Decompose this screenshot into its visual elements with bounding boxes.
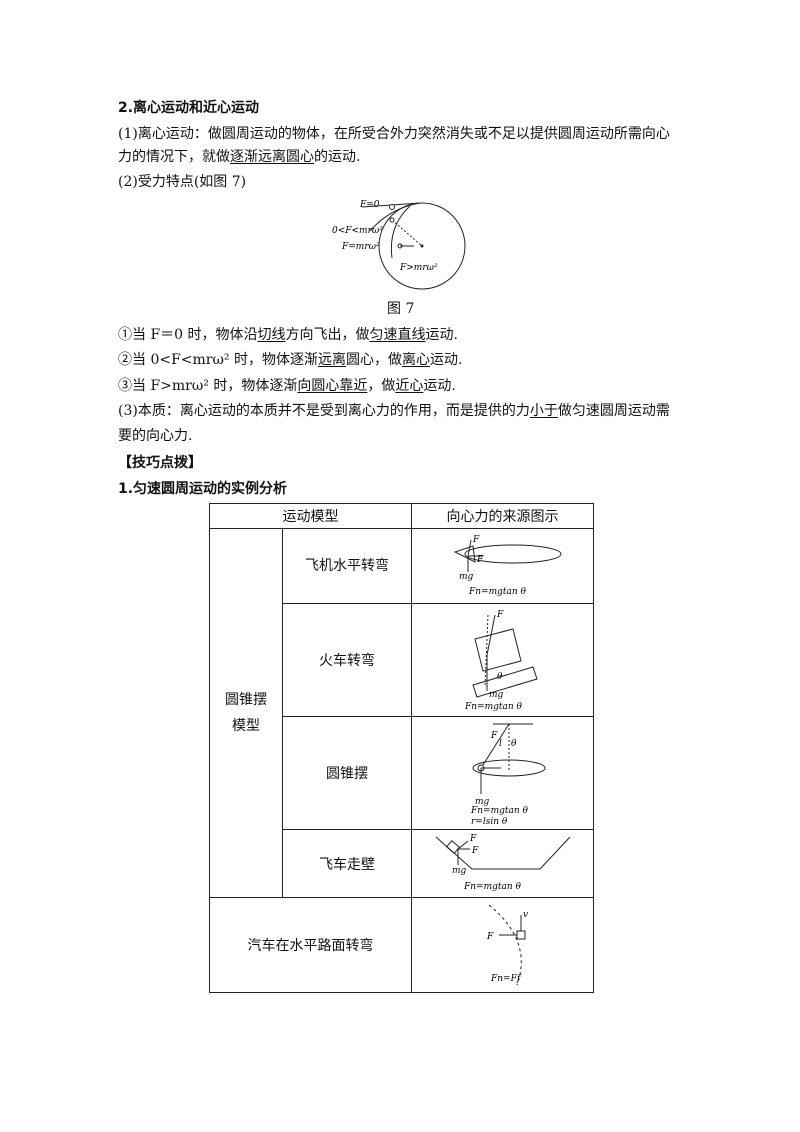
row-figure: F mg θ Fn=mgtan θ (411, 603, 594, 717)
rail-slope (471, 666, 538, 698)
underlined-answer: 近心 (395, 378, 424, 394)
svg-text:mg: mg (459, 572, 474, 582)
svg-text:F: F (471, 846, 479, 856)
underlined-answer: 切线 (257, 327, 286, 343)
table-row: 圆锥摆 F l θ mg Fn=mgtan θ r=lsin θ (210, 716, 594, 830)
text: ③当 F>mrω² 时，物体逐渐 (118, 378, 298, 394)
train-car (473, 628, 522, 672)
text: 力的情况下，就做 (118, 149, 230, 165)
row-name: 飞机水平转弯 (282, 528, 412, 604)
row-figure: F l θ mg Fn=mgtan θ r=lsin θ (411, 716, 594, 830)
svg-text:l: l (499, 739, 502, 749)
underlined-answer: 离心 (401, 352, 430, 368)
row-name: 圆锥摆 (282, 716, 412, 830)
underlined-answer: 小于 (529, 403, 558, 419)
formula: Fn=mgtan θ (470, 806, 529, 816)
svg-text:F: F (496, 610, 504, 620)
row-name: 飞车走壁 (282, 829, 412, 898)
item-2: ②当 0<F<mrω² 时，物体逐渐远离圆心，做离心运动. (118, 350, 462, 370)
formula: Fn=mgtan θ (463, 882, 522, 892)
svg-text:F: F (469, 834, 477, 844)
header-model: 运动模型 (209, 503, 412, 529)
text: 的运动. (314, 149, 361, 165)
text: 圆心，做 (345, 352, 402, 368)
wall-riding-diagram: F F mg Fn=mgtan θ (435, 834, 570, 892)
label-f-range: 0<F<mrω² (332, 226, 383, 236)
row-figure: F F mg Fn=mgtan θ (411, 528, 594, 604)
text: 做匀速圆周运动需 (557, 403, 670, 419)
car-turn-diagram: v F Fn=Ff (486, 904, 528, 986)
formula: Fn=Ff (490, 974, 522, 984)
centrifugal-curve (369, 202, 421, 232)
text: 运动. (429, 352, 463, 368)
label-f-equal: F=mrω² (341, 242, 380, 252)
centripetal-curve (390, 205, 411, 259)
svg-text:mg: mg (452, 866, 467, 876)
svg-text:v: v (523, 910, 528, 920)
train-diagram: F mg θ Fn=mgtan θ (464, 610, 538, 712)
label-f-zero: F=0 (359, 200, 380, 210)
text: ②当 0<F<mrω² 时，物体逐渐 (118, 352, 318, 368)
svg-text:mg: mg (475, 797, 490, 807)
svg-text:F: F (472, 535, 480, 545)
text: ①当 F＝0 时，物体沿 (118, 327, 258, 343)
section-title: 2.离心运动和近心运动 (118, 100, 260, 116)
svg-text:θ: θ (511, 739, 517, 749)
airplane-diagram: F F mg Fn=mgtan θ (453, 535, 561, 597)
svg-text:F: F (490, 731, 498, 741)
formula-2: r=lsin θ (471, 817, 508, 826)
figure-7: F=0 0<F<mrω² F=mrω² F>mrω² (332, 200, 466, 290)
underlined-answer: 向圆心靠近 (297, 378, 368, 394)
row-figure: v F Fn=Ff (411, 897, 594, 993)
paragraph-3-line-1: (3)本质：离心运动的本质并不是受到离心力的作用，而是提供的力小于做匀速圆周运动… (118, 401, 670, 421)
paragraph-2: (2)受力特点(如图 7) (118, 174, 247, 190)
svg-text:θ: θ (497, 672, 503, 682)
underlined-answer: 远离 (317, 352, 346, 368)
underlined-answer: 匀速直线 (369, 327, 426, 343)
center-dot (420, 244, 424, 248)
conical-pendulum-diagram: F l θ mg Fn=mgtan θ r=lsin θ (470, 723, 545, 826)
table-row: 圆锥摆模型 飞机水平转弯 F F mg Fn=mgtan θ (209, 528, 594, 898)
object-dot-2 (389, 217, 395, 223)
text: 方向飞出，做 (285, 327, 370, 343)
table-row: 汽车在水平路面转弯 v F Fn=Ff (209, 897, 594, 993)
row-name: 汽车在水平路面转弯 (209, 897, 412, 993)
underlined-answer: 逐渐远离圆心 (230, 149, 314, 165)
svg-text:F: F (486, 932, 494, 942)
formula: Fn=mgtan θ (464, 702, 523, 712)
svg-text:mg: mg (489, 690, 504, 700)
subsection-title: 1.匀速圆周运动的实例分析 (118, 481, 288, 497)
paragraph-1-line-2: 力的情况下，就做逐渐远离圆心的运动. (118, 147, 360, 167)
figure-caption: 图 7 (387, 301, 415, 317)
radius-dashed (391, 219, 423, 247)
header-source: 向心力的来源图示 (411, 503, 594, 529)
text: ，做 (367, 378, 396, 394)
paragraph-3-line-2: 要的向心力. (118, 428, 193, 444)
object-dot (389, 204, 395, 210)
text: 运动. (425, 327, 458, 343)
label-f-greater: F>mrω² (399, 263, 438, 273)
text: 运动. (423, 378, 456, 394)
circle-path (378, 202, 466, 290)
formula: Fn=mgtan θ (468, 587, 527, 597)
paragraph-1-line-1: (1)离心运动：做圆周运动的物体，在所受合外力突然消失或不足以提供圆周运动所需向… (118, 126, 670, 142)
row-figure: F F mg Fn=mgtan θ (411, 829, 594, 898)
examples-table: 运动模型 向心力的来源图示 圆锥摆模型 飞机水平转弯 F F mg Fn=mgt… (209, 503, 594, 993)
table-row: 火车转弯 F mg θ Fn=mgtan θ (210, 603, 594, 717)
car-box (445, 839, 460, 854)
table-row: 飞车走壁 F F mg Fn=mgtan θ (210, 829, 594, 898)
item-3: ③当 F>mrω² 时，物体逐渐向圆心靠近，做近心运动. (118, 376, 456, 396)
airplane-icon (453, 545, 476, 563)
car-box (516, 930, 525, 940)
tips-heading: 【技巧点拨】 (118, 455, 202, 471)
text: (3)本质：离心运动的本质并不是受到离心力的作用，而是提供的力 (118, 403, 530, 419)
item-1: ①当 F＝0 时，物体沿切线方向飞出，做匀速直线运动. (118, 325, 458, 345)
group-cell-cone-pendulum: 圆锥摆模型 (209, 528, 283, 898)
svg-text:F: F (476, 555, 484, 565)
row-name: 火车转弯 (282, 603, 412, 717)
table-header-row: 运动模型 向心力的来源图示 (209, 503, 594, 529)
